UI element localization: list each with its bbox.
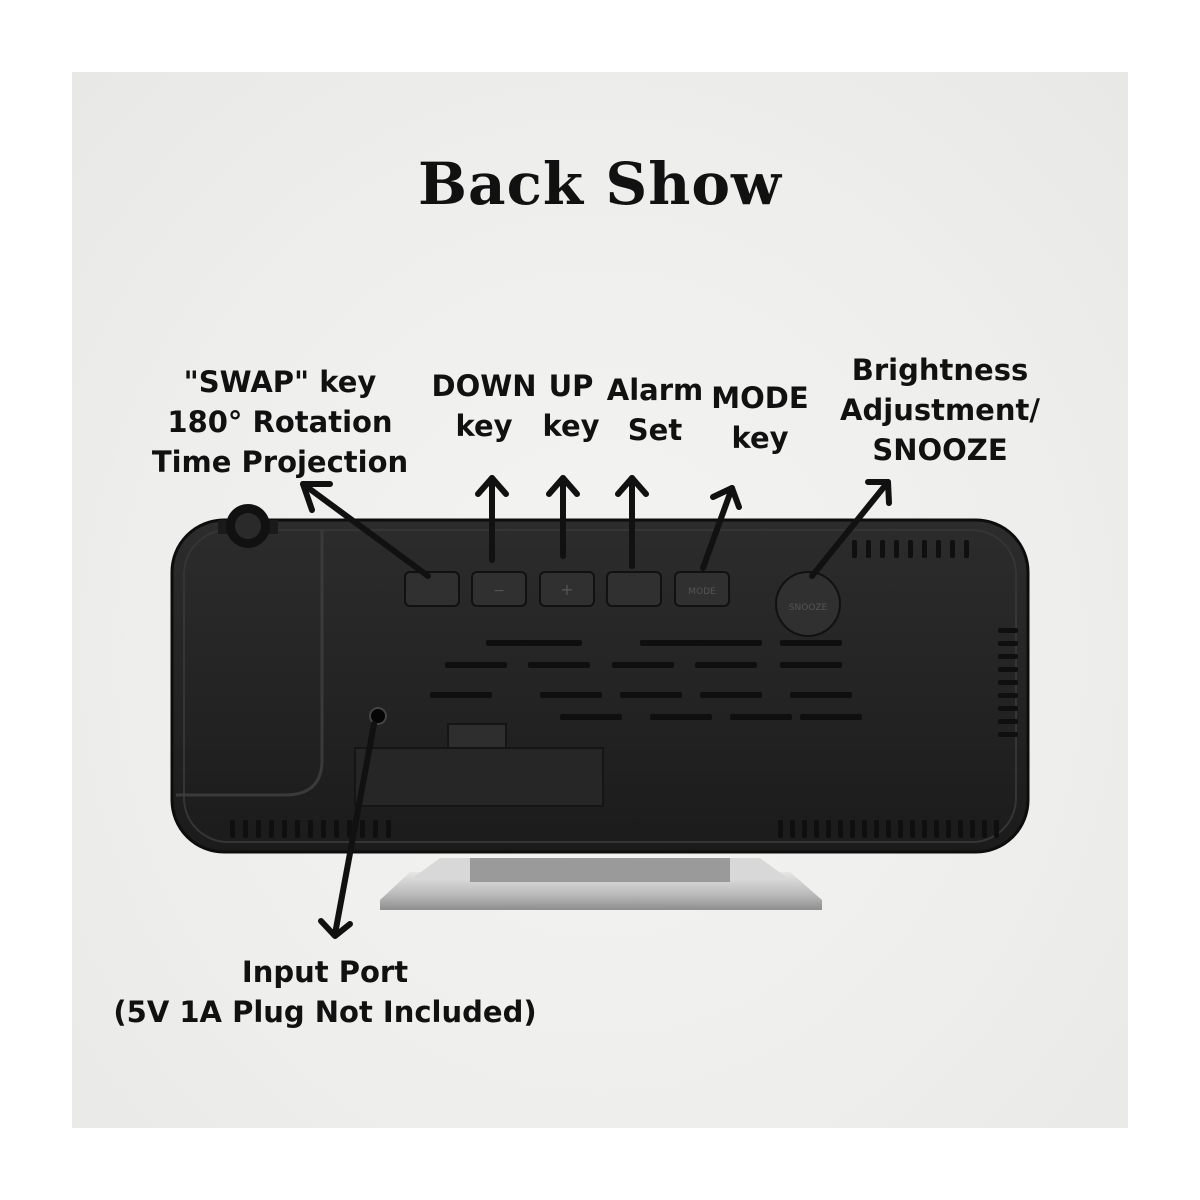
vent-slot — [886, 820, 891, 838]
input-port-label: Input Port (5V 1A Plug Not Included) — [113, 955, 537, 1029]
vent-slot — [866, 540, 871, 558]
vent-slot — [445, 662, 507, 668]
vents — [230, 540, 1018, 838]
down-button-glyph: − — [493, 583, 505, 599]
snooze-button-glyph: SNOOZE — [789, 603, 828, 613]
vent-slot — [373, 820, 378, 838]
vent-slot — [780, 662, 842, 668]
swap-key-label: "SWAP" key 180° Rotation Time Projection — [151, 365, 409, 479]
vent-slot — [850, 820, 855, 838]
vent-slot — [936, 540, 941, 558]
vent-slot — [982, 820, 987, 838]
vent-slot — [802, 820, 807, 838]
vent-slot — [540, 692, 602, 698]
vent-slot — [894, 540, 899, 558]
vent-slot — [998, 680, 1018, 685]
vent-slot — [998, 693, 1018, 698]
annotation-arrows — [300, 475, 892, 939]
vent-slot — [964, 540, 969, 558]
vent-slot — [695, 662, 757, 668]
vent-slot — [950, 540, 955, 558]
vent-slot — [908, 540, 913, 558]
vent-slot — [946, 820, 951, 838]
vent-slot — [520, 640, 582, 646]
brightness-snooze-label: Brightness Adjustment/ SNOOZE — [840, 353, 1040, 467]
vent-slot — [998, 667, 1018, 672]
vent-slot — [998, 732, 1018, 737]
projector-knob — [218, 504, 278, 548]
vent-slot — [826, 820, 831, 838]
vent-slot — [998, 719, 1018, 724]
vent-slot — [998, 706, 1018, 711]
vent-slot — [790, 820, 795, 838]
vent-slot — [970, 820, 975, 838]
vent-slot — [230, 820, 235, 838]
vent-slot — [295, 820, 300, 838]
mode-button[interactable] — [674, 571, 730, 607]
vent-slot — [386, 820, 391, 838]
vent-slot — [852, 540, 857, 558]
up-button[interactable] — [539, 571, 595, 607]
vent-slot — [700, 692, 762, 698]
snooze-button[interactable] — [775, 571, 841, 637]
vent-slot — [620, 692, 682, 698]
vent-slot — [360, 820, 365, 838]
vent-slot — [922, 540, 927, 558]
vent-slot — [560, 714, 622, 720]
vent-slot — [800, 714, 862, 720]
vent-slot — [898, 820, 903, 838]
vent-slot — [790, 692, 852, 698]
vent-slot — [730, 714, 792, 720]
down-button[interactable] — [471, 571, 527, 607]
vent-slot — [880, 540, 885, 558]
button-row: − + MODE SNOOZE — [404, 571, 841, 637]
up-button-glyph: + — [560, 580, 573, 599]
swap-button[interactable] — [404, 571, 460, 607]
vent-slot — [612, 662, 674, 668]
vent-slot — [243, 820, 248, 838]
vent-slot — [994, 820, 999, 838]
mode-button-glyph: MODE — [688, 587, 716, 597]
vent-slot — [814, 820, 819, 838]
snooze-arrow — [809, 479, 891, 579]
page-title: Back Show — [418, 150, 782, 218]
swap-arrow — [300, 481, 431, 579]
vent-slot — [282, 820, 287, 838]
vent-slot — [308, 820, 313, 838]
vent-slot — [910, 820, 915, 838]
down-key-label: DOWN key — [431, 369, 537, 443]
vent-slot — [528, 662, 590, 668]
vent-slot — [998, 654, 1018, 659]
vent-slot — [862, 820, 867, 838]
vent-slot — [998, 641, 1018, 646]
alarm-button[interactable] — [606, 571, 662, 607]
vent-slot — [778, 820, 783, 838]
vent-slot — [256, 820, 261, 838]
vent-slot — [700, 640, 762, 646]
mode-key-label: MODE key — [711, 381, 809, 455]
vent-slot — [958, 820, 963, 838]
vent-slot — [334, 820, 339, 838]
battery-door — [354, 723, 604, 807]
vent-slot — [269, 820, 274, 838]
mode-arrow — [700, 485, 735, 571]
vent-slot — [874, 820, 879, 838]
vent-slot — [998, 628, 1018, 633]
input-arrow — [332, 721, 377, 937]
stand — [380, 858, 822, 910]
input-port — [369, 707, 387, 725]
vent-slot — [640, 640, 702, 646]
alarm-set-label: Alarm Set — [606, 373, 704, 447]
vent-slot — [430, 692, 492, 698]
vent-slot — [838, 820, 843, 838]
vent-slot — [934, 820, 939, 838]
vent-slot — [321, 820, 326, 838]
vent-slot — [780, 640, 842, 646]
vent-slot — [650, 714, 712, 720]
up-key-label: UP key — [542, 369, 600, 443]
vent-slot — [922, 820, 927, 838]
